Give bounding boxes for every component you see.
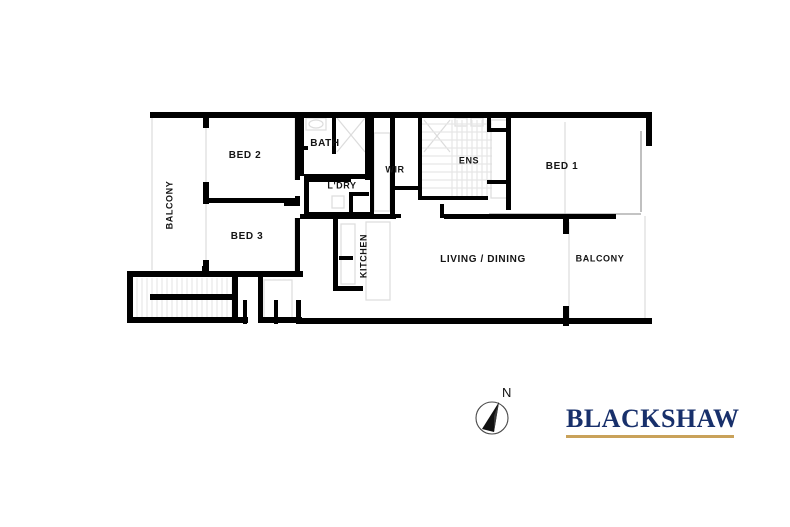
- brand-name: BLACKSHAW: [566, 404, 740, 433]
- compass-needle-highlight: [494, 402, 499, 432]
- room-label-bed-2: BED 2: [228, 150, 262, 161]
- compass-rose: N: [472, 386, 528, 446]
- room-label-balcony-left: BALCONY: [164, 180, 175, 230]
- room-label-bed-3: BED 3: [230, 231, 264, 242]
- room-label-living-dining: LIVING / DINING: [440, 254, 526, 265]
- compass-north-label: N: [502, 385, 512, 400]
- room-label-bath: BATH: [310, 138, 340, 149]
- room-label-laundry: L'DRY: [327, 180, 357, 191]
- room-label-ens: ENS: [458, 155, 480, 166]
- room-label-wir: WIR: [385, 164, 405, 175]
- brand-logo: BLACKSHAW: [566, 404, 740, 438]
- compass-circle: [475, 401, 509, 435]
- compass-icon: [475, 401, 509, 435]
- room-label-bed-1: BED 1: [545, 161, 579, 172]
- room-label-balcony-right: BALCONY: [575, 253, 625, 264]
- room-label-kitchen: KITCHEN: [358, 233, 369, 279]
- walls: [127, 112, 652, 326]
- brand-underline: [566, 435, 734, 438]
